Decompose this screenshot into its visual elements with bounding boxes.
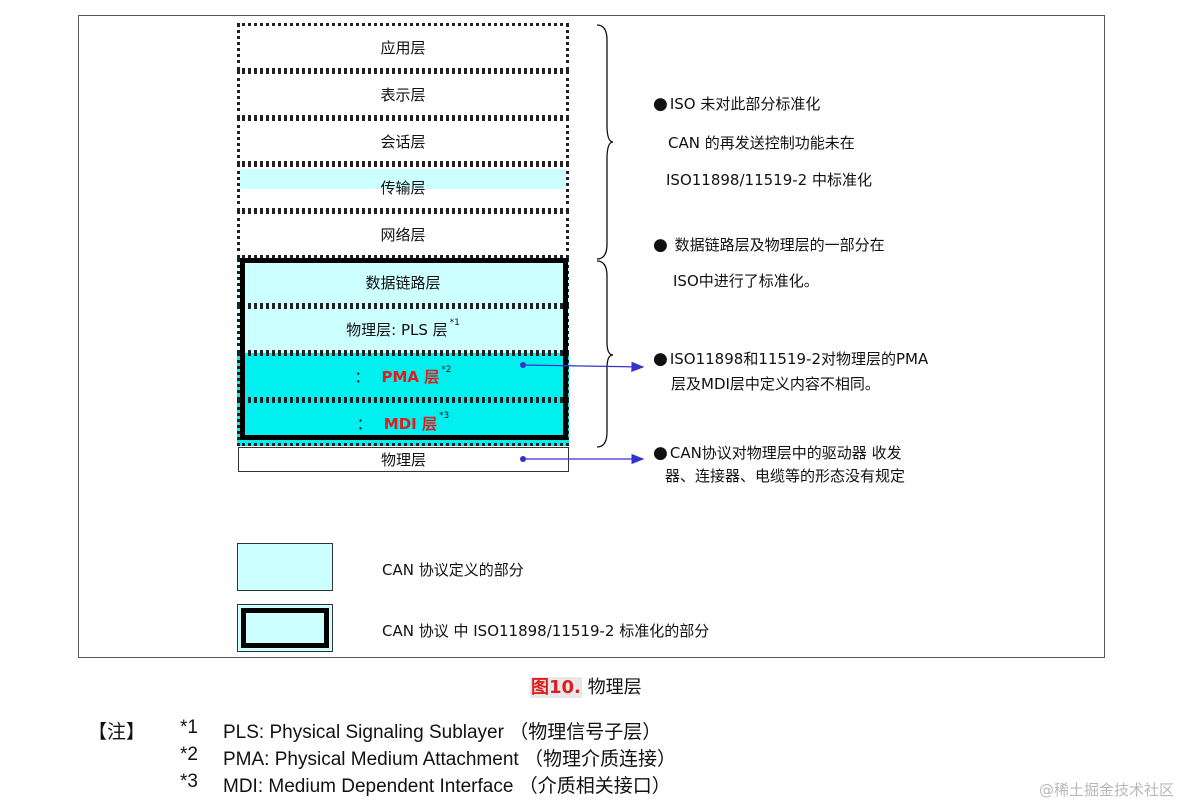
footnote-3-text: MDI: Medium Dependent Interface （介质相关接口） — [223, 776, 671, 797]
layer-session-label: 会话层 — [380, 132, 426, 151]
figure-number: 图10. — [530, 677, 582, 698]
note-iso-line3: ISO11898/11519-2 中标准化 — [666, 171, 872, 189]
note-dl-line1: ● 数据链路层及物理层的一部分在 — [653, 235, 885, 255]
note-iso-line2: CAN 的再发送控制功能未在 — [668, 134, 855, 152]
mdi-footnote-mark: *3 — [438, 411, 450, 421]
layer-physical-label: 物理层 — [380, 451, 426, 469]
lower-brace — [596, 260, 614, 448]
note-phys-line1: ●CAN协议对物理层中的驱动器 收发 — [653, 443, 902, 463]
layer-pma: ： PMA 层*2 — [237, 353, 569, 400]
footnote-3-mark: *3 — [180, 771, 198, 792]
layer-application: 应用层 — [237, 23, 569, 71]
layer-transport-label: 传输层 — [380, 179, 426, 197]
figure-frame — [78, 15, 1105, 658]
pma-prefix: ： — [354, 368, 370, 386]
pma-footnote-mark: *2 — [441, 364, 452, 375]
layer-datalink-label: 数据链路层 — [365, 273, 441, 292]
transport-highlight — [240, 169, 566, 189]
layer-application-label: 应用层 — [380, 38, 426, 57]
layer-session: 会话层 — [237, 118, 569, 164]
upper-brace — [596, 24, 614, 260]
note-phys-line2: 器、连接器、电缆等的形态没有规定 — [665, 467, 906, 485]
pls-footnote-mark: *1 — [449, 317, 460, 328]
layer-network-label: 网络层 — [380, 226, 426, 244]
footnote-2-mark: *2 — [180, 744, 198, 765]
footnote-1-text: PLS: Physical Signaling Sublayer （物理信号子层… — [223, 722, 662, 743]
note-iso-line1: ●ISO 未对此部分标准化 — [653, 94, 821, 114]
legend-iso-label: CAN 协议 中 ISO11898/11519-2 标准化的部分 — [382, 622, 710, 640]
note-dl-line2: ISO中进行了标准化。 — [673, 272, 819, 290]
footnote-1-mark: *1 — [180, 717, 198, 738]
pma-arrow — [522, 361, 645, 373]
note-pma-line1: ●ISO11898和11519-2对物理层的PMA — [653, 349, 929, 369]
layer-datalink: 数据链路层 — [237, 258, 569, 306]
layer-network: 网络层 — [237, 211, 569, 258]
legend-can-defined-swatch — [237, 543, 333, 591]
figure-title: 物理层 — [587, 677, 642, 698]
legend-iso-swatch — [237, 604, 333, 652]
layer-transport: 传输层 — [237, 164, 569, 211]
legend-iso-swatch-outline — [241, 608, 329, 648]
footnote-label: 【注】 — [88, 722, 146, 743]
note-pma-line2: 层及MDI层中定义内容不相同。 — [671, 375, 880, 393]
layer-presentation: 表示层 — [237, 71, 569, 118]
layer-pls: 物理层: PLS 层*1 — [237, 306, 569, 353]
layer-mdi-label: MDI 层 — [383, 414, 437, 433]
layer-pma-label: PMA 层 — [381, 368, 440, 386]
legend-can-defined-label: CAN 协议定义的部分 — [382, 561, 524, 579]
layer-presentation-label: 表示层 — [380, 86, 426, 104]
watermark: @稀土掘金技术社区 — [1038, 781, 1174, 799]
layer-pls-label: 物理层: PLS 层 — [346, 321, 448, 339]
footnote-2-text: PMA: Physical Medium Attachment （物理介质连接） — [223, 749, 676, 770]
layer-physical: 物理层 — [238, 447, 569, 472]
figure-caption: 图10. 物理层 — [530, 673, 642, 699]
mdi-prefix: ： — [356, 414, 372, 433]
